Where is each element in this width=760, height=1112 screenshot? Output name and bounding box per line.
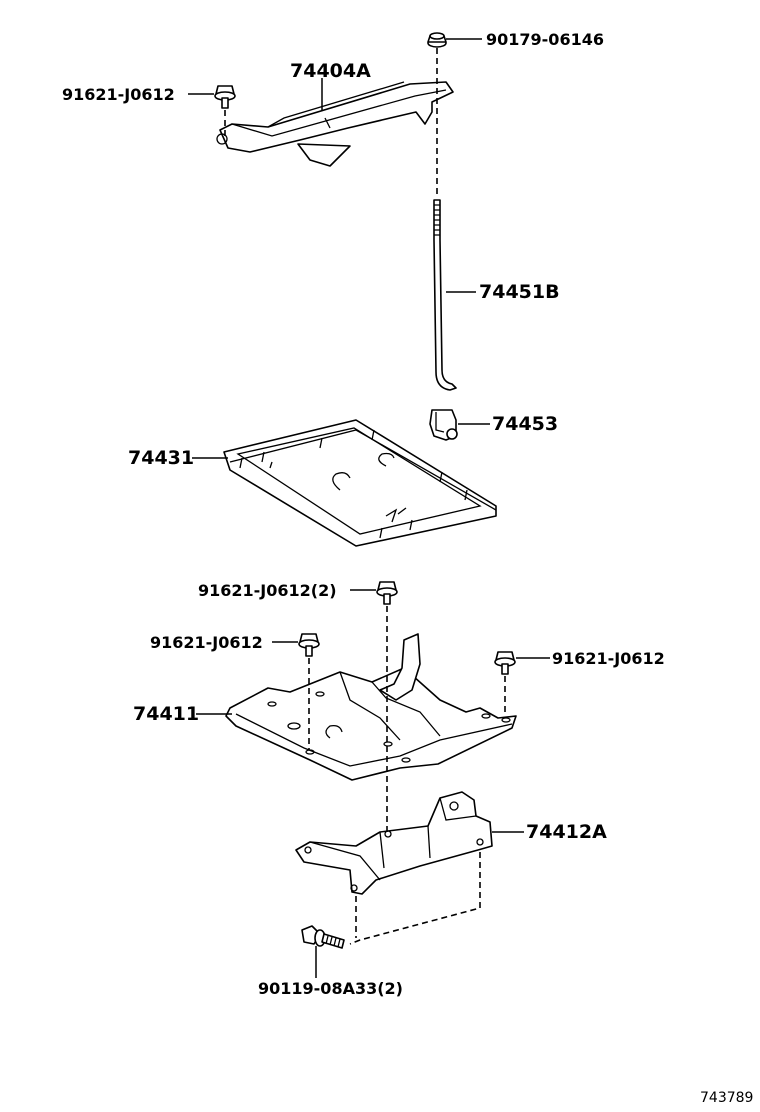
- bolt-center: [376, 581, 398, 605]
- carrier-bracket: [295, 791, 493, 895]
- battery-clamp: [216, 81, 454, 167]
- label-bolt-clamp: 91621-J0612: [62, 85, 175, 104]
- label-bolt-right: 91621-J0612: [552, 649, 665, 668]
- bolt-clamp: [214, 85, 236, 109]
- label-nut-top: 90179-06146: [486, 30, 604, 49]
- bolt-left: [298, 633, 320, 657]
- battery-carrier: [225, 633, 517, 781]
- label-clamp: 74404A: [290, 60, 371, 82]
- label-bolt-bottom: 90119-08A33(2): [258, 979, 403, 998]
- label-rod: 74451B: [479, 281, 560, 303]
- label-bolt-left: 91621-J0612: [150, 633, 263, 652]
- hold-down-rod: [433, 199, 457, 391]
- alignment-lines: [224, 48, 506, 945]
- rod-clip: [429, 409, 458, 441]
- leader-lines: [188, 38, 550, 978]
- figure-number: 743789: [700, 1090, 753, 1106]
- bolt-right: [494, 651, 516, 675]
- label-bolt-center: 91621-J0612(2): [198, 581, 337, 600]
- label-carrier: 74411: [133, 703, 199, 725]
- label-rod-clip: 74453: [492, 413, 558, 435]
- bolt-bottom: [301, 925, 345, 949]
- part-labels: 90179-06146 91621-J0612 74404A 74451B 74…: [62, 30, 753, 1106]
- flange-nut-top: [427, 32, 447, 48]
- label-bracket: 74412A: [526, 821, 607, 843]
- battery-tray: [223, 419, 497, 547]
- label-tray: 74431: [128, 447, 194, 469]
